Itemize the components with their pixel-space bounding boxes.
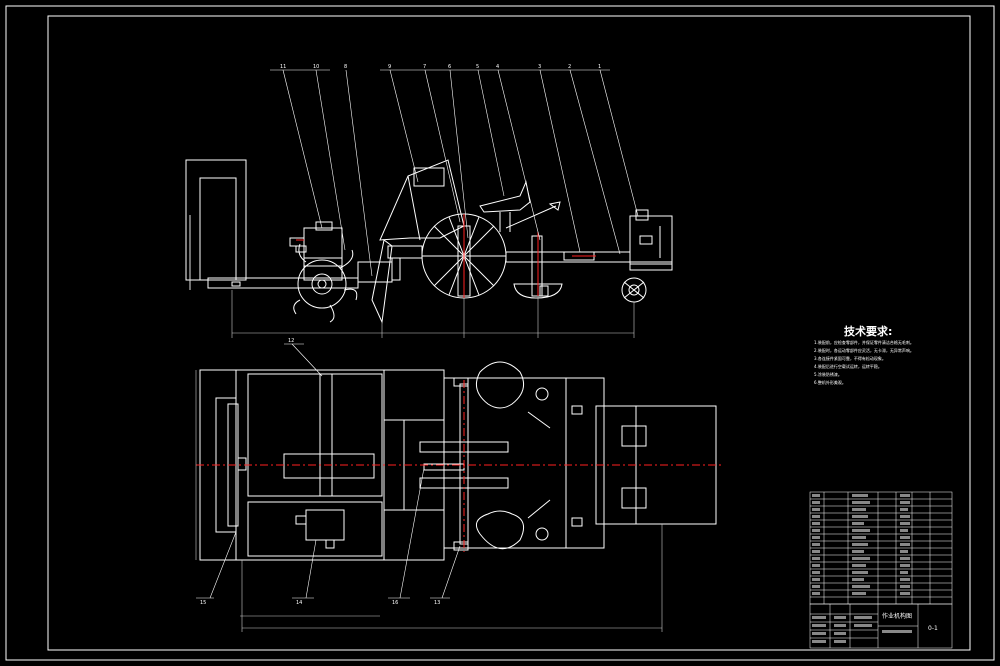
callout-label: 16 <box>392 600 398 606</box>
title-block <box>809 603 953 649</box>
technical-requirement-item: 4.装配后进行空载试运转，运转平稳。 <box>814 364 882 369</box>
callout-label: 14 <box>296 600 302 606</box>
outer-border <box>5 5 995 661</box>
callout-label: 3 <box>538 64 541 70</box>
callout-label: 4 <box>496 64 499 70</box>
callout-label: 13 <box>434 600 440 606</box>
technical-requirements-title: 技术要求: <box>844 325 893 338</box>
plan-view-centerlines <box>196 380 722 552</box>
callout-label: 15 <box>200 600 206 606</box>
callout-label: 5 <box>476 64 479 70</box>
drawing-name: 作业机构图 <box>882 612 912 620</box>
parts-list-table <box>809 491 953 605</box>
callout-label: 9 <box>388 64 391 70</box>
title-block-marks <box>812 616 912 643</box>
top-leaders <box>270 69 639 277</box>
top-callouts: 11 10 8 9 7 6 5 4 3 2 1 <box>280 64 601 70</box>
technical-requirement-item: 5.涂装防锈漆。 <box>814 372 842 377</box>
callout-label: 11 <box>280 64 286 70</box>
plan-view-dimensions <box>195 370 663 632</box>
callout-label: 10 <box>313 64 319 70</box>
callout-label: 2 <box>568 64 571 70</box>
technical-requirement-item: 2.装配时，各运动零部件应灵活，无卡滞，无异常声响。 <box>814 348 914 353</box>
side-view-red-parts <box>296 214 596 298</box>
inner-border <box>47 15 971 651</box>
callout-label: 1 <box>598 64 601 70</box>
technical-requirement-item: 3.各连接件紧固可靠，不得有松动现象。 <box>814 356 886 361</box>
callout-label: 7 <box>423 64 426 70</box>
technical-requirement-item: 6.整机外形美观。 <box>814 380 846 385</box>
drawing-number: 0-1 <box>928 625 938 632</box>
side-view-dimensions <box>189 215 635 338</box>
callout-label: 8 <box>344 64 347 70</box>
technical-requirement-item: 1.装配前，应检查零部件，并保证零件清洁合格无毛刺。 <box>814 340 914 345</box>
side-view <box>185 159 673 324</box>
callout-label: 6 <box>448 64 451 70</box>
bottom-callouts: 12 15 14 16 13 <box>200 338 440 606</box>
parts-list-marks <box>812 494 910 595</box>
bottom-leaders <box>196 343 461 599</box>
plan-view <box>199 361 717 561</box>
callout-label: 12 <box>288 338 294 344</box>
